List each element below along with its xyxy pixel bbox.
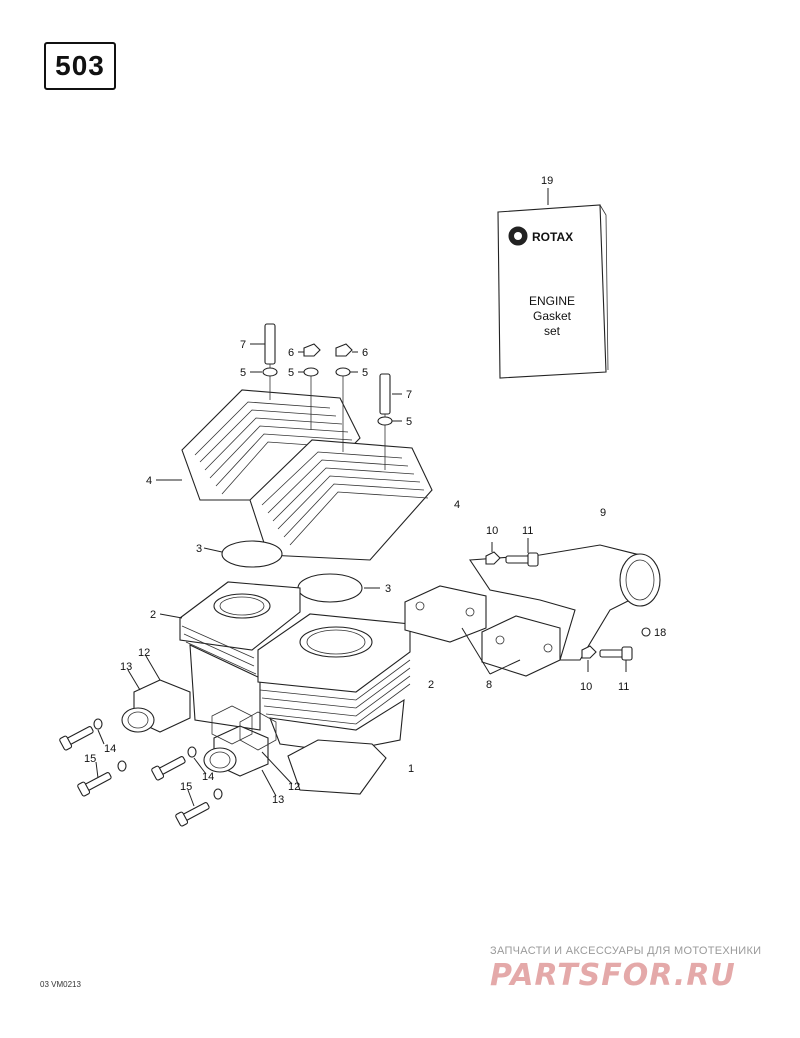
rotax-logo-icon: [508, 226, 528, 246]
leader-lines: [95, 188, 627, 807]
callout-11-bottom: 11: [618, 681, 629, 693]
kit-line-engine: ENGINE: [529, 294, 575, 308]
manifold-bolt-bottom: [599, 646, 633, 661]
callout-2-right: 2: [428, 679, 434, 691]
kit-line-gasket: Gasket: [533, 309, 572, 323]
intake-gaskets: [211, 705, 277, 751]
exhaust-manifold: [469, 544, 661, 661]
callout-5-a: 5: [240, 367, 246, 379]
callout-5-b: 5: [288, 367, 294, 379]
figure-code: 03 VM0213: [40, 980, 81, 989]
callout-5-c: 5: [362, 367, 368, 379]
callout-3-left: 3: [196, 543, 202, 555]
callout-4-right: 4: [454, 499, 460, 511]
intake-washers: [93, 718, 223, 800]
callout-8: 8: [486, 679, 492, 691]
callout-3-right: 3: [385, 583, 391, 595]
callout-15-left: 15: [84, 753, 96, 765]
callout-7-right: 7: [406, 389, 412, 401]
head-gasket-left: [221, 540, 283, 568]
model-number: 503: [55, 50, 105, 81]
callout-13-right: 13: [272, 794, 284, 806]
manifold-bolt-top: [505, 552, 539, 567]
callout-10-top: 10: [486, 525, 498, 537]
cylinder-right: [257, 613, 411, 753]
base-gasket: [287, 739, 387, 795]
callout-9: 9: [600, 507, 606, 519]
callout-19: 19: [541, 175, 553, 187]
callout-13-left: 13: [120, 661, 132, 673]
manifold-nut-bottom: [581, 645, 597, 659]
head-stud-left: [264, 323, 276, 400]
callout-2-left: 2: [150, 609, 156, 621]
nut-right: [335, 343, 353, 357]
kit-brand: ROTAX: [532, 230, 573, 244]
callout-labels: 1 2 2 3 3 4 4 5 5 5 5 6 6 7 7 8 9 10 10 …: [84, 175, 666, 806]
callout-6-left: 6: [288, 347, 294, 359]
callout-6-right: 6: [362, 347, 368, 359]
kit-line-set: set: [544, 324, 561, 338]
exhaust-gaskets: [404, 585, 561, 677]
callout-14-left: 14: [104, 743, 116, 755]
callout-10-bottom: 10: [580, 681, 592, 693]
watermark-logo: PARTSFOR.RU: [490, 958, 736, 993]
callout-14-right: 14: [202, 771, 214, 783]
callout-4-left: 4: [146, 475, 152, 487]
model-number-box: 503: [44, 42, 116, 90]
callout-18: 18: [654, 627, 666, 639]
intake-socket-left: [121, 679, 191, 733]
head-gasket-right: [297, 573, 363, 603]
callout-5-d: 5: [406, 416, 412, 428]
callout-11-top: 11: [522, 525, 533, 537]
gasket-kit-box: ROTAX ENGINE Gasket set: [497, 204, 609, 379]
cylinder-head-right: [249, 439, 433, 561]
callout-12-right: 12: [288, 781, 300, 793]
intake-socket-right: [203, 725, 269, 777]
callout-12-left: 12: [138, 647, 150, 659]
watermark-tagline: ЗАПЧАСТИ И АКСЕССУАРЫ ДЛЯ МОТОТЕХНИКИ: [490, 945, 762, 957]
callout-1: 1: [408, 763, 414, 775]
callout-15-right: 15: [180, 781, 192, 793]
callout-7-left: 7: [240, 339, 246, 351]
cylinder-left: [179, 581, 301, 731]
nut-left: [303, 343, 321, 357]
intake-bolts: [59, 726, 210, 827]
manifold-nut-top: [485, 551, 501, 565]
spring: [641, 627, 651, 637]
